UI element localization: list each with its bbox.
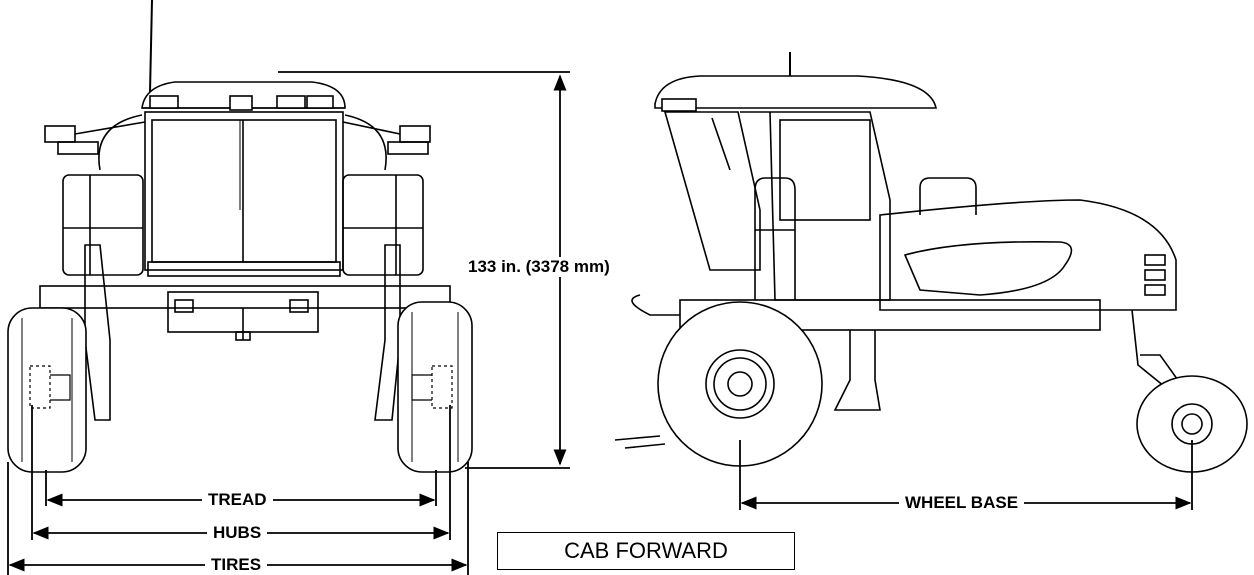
front-view (7, 0, 473, 473)
tires-label: TIRES (205, 555, 268, 575)
tread-label: TREAD (202, 490, 273, 510)
height-label: 133 in. (3378 mm) (462, 257, 616, 277)
wheel-base-label: WHEEL BASE (899, 493, 1025, 513)
cab-forward-label: CAB FORWARD (497, 532, 795, 570)
hubs-label: HUBS (207, 523, 268, 543)
side-view (614, 52, 1248, 473)
